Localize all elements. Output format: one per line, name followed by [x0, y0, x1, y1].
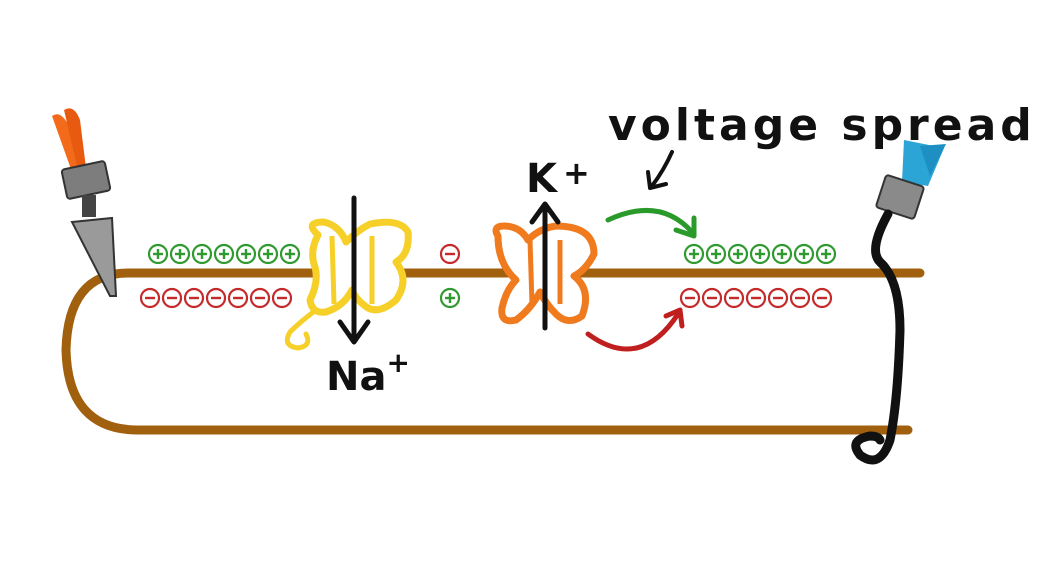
voltage-spread-pointer [646, 150, 674, 190]
k-ion-text: K [526, 156, 559, 202]
positive-charge-icon [147, 243, 169, 265]
negative-charge-icon [789, 287, 811, 309]
positive-charge-icon [279, 243, 301, 265]
positive-charge-icon [793, 243, 815, 265]
arrow-head [663, 307, 685, 329]
left-outside-plus-charges [147, 243, 301, 265]
negative-charge-icon [723, 287, 745, 309]
negative-charge-icon [745, 287, 767, 309]
negative-charge-icon [439, 243, 461, 265]
positive-charge-icon [439, 287, 461, 309]
recording-electrode [851, 140, 946, 465]
middle-outside-minus-charges [439, 243, 461, 265]
electrode-tip-orange [52, 114, 80, 172]
inside-current-arrow [585, 307, 685, 352]
middle-inside-plus-charges [439, 287, 461, 309]
negative-charge-icon [811, 287, 833, 309]
positive-charge-icon [191, 243, 213, 265]
outside-current-arrow [605, 207, 697, 239]
na-channel-tail [284, 307, 319, 351]
voltage-spread-label: voltage spread [608, 100, 1036, 151]
negative-charge-icon [227, 287, 249, 309]
positive-charge-icon [705, 243, 727, 265]
membrane-charges [139, 243, 837, 309]
na-channel [284, 218, 412, 351]
arrow-head [529, 201, 561, 225]
negative-charge-icon [271, 287, 293, 309]
negative-charge-icon [205, 287, 227, 309]
arrow-head [673, 215, 697, 239]
negative-charge-icon [139, 287, 161, 309]
recording-wire [851, 209, 905, 465]
positive-charge-icon [257, 243, 279, 265]
right-inside-minus-charges [679, 287, 833, 309]
positive-charge-icon [727, 243, 749, 265]
na-ion-text: Na [326, 354, 386, 400]
positive-charge-icon [169, 243, 191, 265]
positive-charge-icon [235, 243, 257, 265]
k-efflux-arrow [529, 201, 561, 331]
left-inside-minus-charges [139, 287, 293, 309]
electrode-cap [875, 174, 925, 220]
positive-charge-icon [815, 243, 837, 265]
na-ion-charge: + [386, 346, 409, 379]
na-influx-arrow [337, 195, 371, 345]
k-ion-charge: + [563, 154, 590, 192]
positive-charge-icon [683, 243, 705, 265]
stimulating-electrode [52, 108, 118, 297]
na-ion-label: Na+ [326, 346, 410, 400]
electrode-cap [60, 160, 112, 200]
negative-charge-icon [679, 287, 701, 309]
positive-charge-icon [213, 243, 235, 265]
positive-charge-icon [771, 243, 793, 265]
electrode-needle [70, 216, 118, 297]
negative-charge-icon [767, 287, 789, 309]
positive-charge-icon [749, 243, 771, 265]
arrow-head [646, 170, 668, 190]
negative-charge-icon [249, 287, 271, 309]
negative-charge-icon [161, 287, 183, 309]
arrow-head [337, 319, 371, 345]
right-outside-plus-charges [683, 243, 837, 265]
negative-charge-icon [183, 287, 205, 309]
k-ion-label: K+ [526, 154, 590, 202]
negative-charge-icon [701, 287, 723, 309]
